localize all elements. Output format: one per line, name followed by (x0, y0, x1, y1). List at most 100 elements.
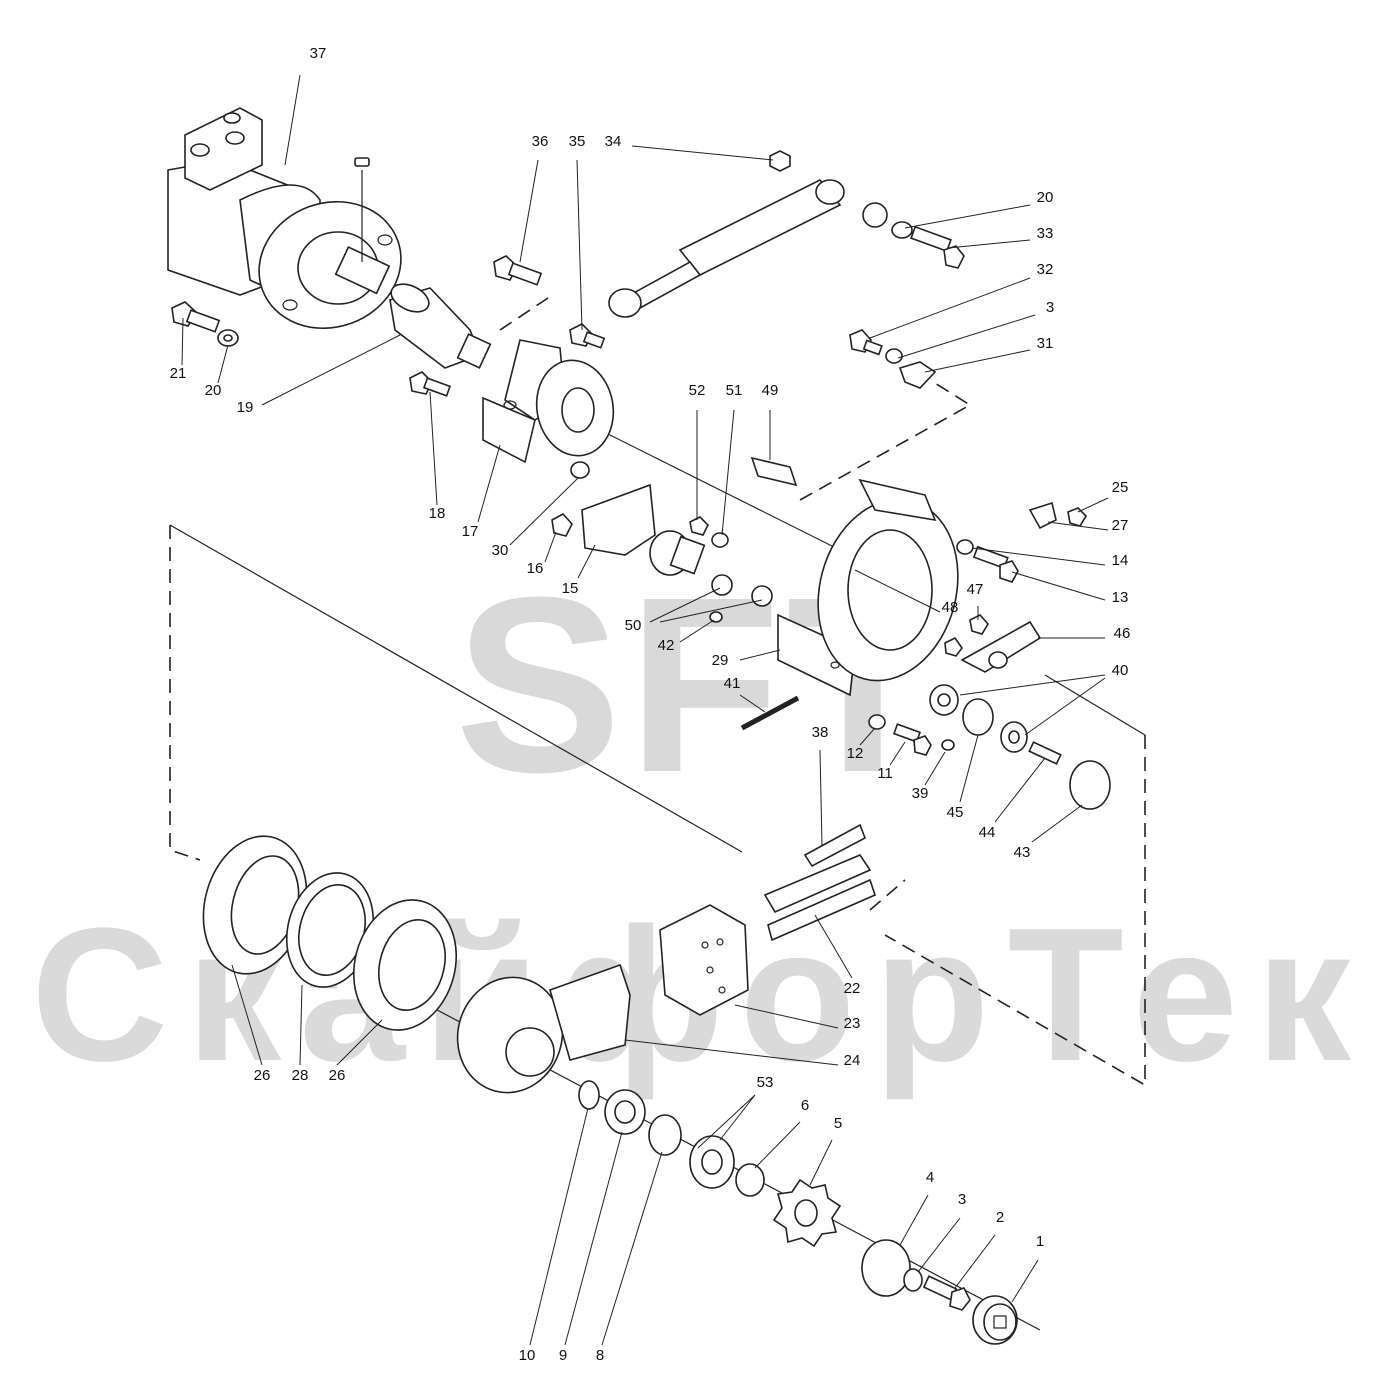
callout-42: 42 (658, 637, 675, 654)
leader-line-2 (954, 1234, 996, 1289)
screw-47 (969, 614, 989, 635)
leader-line-48 (854, 569, 941, 613)
leader-line-26a (231, 964, 263, 1066)
leader-line-42 (679, 619, 715, 643)
callout-12: 12 (847, 745, 864, 762)
callout-17: 17 (462, 523, 479, 540)
leader-line-13 (1011, 571, 1106, 601)
leader-line-28 (299, 984, 303, 1066)
leader-line-53 (719, 1094, 756, 1141)
clip-31 (898, 361, 937, 389)
callout-10: 10 (519, 1347, 536, 1364)
callout-53: 53 (757, 1074, 774, 1091)
callout-9: 9 (559, 1347, 567, 1364)
leader-line-41 (739, 694, 766, 713)
leader-line-50 (649, 587, 721, 623)
callout-11: 11 (877, 765, 893, 782)
gas-cylinder (608, 178, 888, 318)
leader-line-20a (904, 204, 1031, 229)
bolt-36 (493, 255, 543, 286)
leader-line-12 (859, 727, 876, 746)
washer-51 (711, 532, 729, 548)
leader-line-30 (509, 477, 579, 546)
bolt-35 (569, 323, 606, 349)
callout-2: 2 (996, 1209, 1004, 1226)
callout-26b: 26 (329, 1067, 346, 1084)
callout-45: 45 (947, 804, 964, 821)
washer-14 (956, 539, 974, 555)
callout-25: 25 (1112, 479, 1129, 496)
callout-35: 35 (569, 133, 586, 150)
frame-right-dash (884, 735, 1146, 1087)
callout-6: 6 (801, 1097, 809, 1114)
bolt-21 (171, 301, 221, 333)
arm-24 (456, 963, 631, 1094)
pin-44 (1028, 741, 1062, 765)
leader-line-6 (754, 1121, 801, 1169)
ring-10 (578, 1080, 600, 1110)
leader-line-43 (1031, 804, 1083, 843)
leader-line-1 (1011, 1259, 1039, 1303)
hydraulic-motor (167, 107, 402, 330)
callout-24: 24 (844, 1052, 861, 1069)
dash-36 (499, 297, 549, 331)
callout-33: 33 (1037, 225, 1054, 242)
plug-1 (972, 1295, 1018, 1345)
bolt-2 (922, 1275, 971, 1311)
leader-line-8 (601, 1151, 663, 1346)
spacer-6 (735, 1163, 765, 1197)
leader-line-25 (1077, 497, 1109, 513)
callout-50: 50 (625, 617, 642, 634)
bearing-26b (352, 899, 458, 1031)
clip-38 (803, 823, 867, 868)
callout-26a: 26 (254, 1067, 271, 1084)
callout-34: 34 (605, 133, 622, 150)
leader-line-3b (917, 1217, 961, 1273)
leader-line-5 (809, 1139, 833, 1186)
leader-line-27 (1047, 521, 1109, 531)
callout-49: 49 (762, 382, 779, 399)
leader-line-10 (529, 1107, 589, 1346)
leader-line-23 (734, 1004, 839, 1029)
leader-line-21 (181, 317, 184, 366)
leader-line-4 (899, 1194, 929, 1246)
ring-30 (570, 461, 590, 479)
leader-line-9 (564, 1131, 623, 1346)
dash-22 (869, 879, 906, 911)
callout-44: 44 (979, 824, 996, 841)
callout-43: 43 (1014, 844, 1031, 861)
leader-line-50 (659, 599, 763, 623)
bolt-16 (551, 512, 573, 537)
callout-14: 14 (1112, 552, 1129, 569)
nut-34 (769, 150, 791, 172)
bolt-33 (910, 225, 965, 269)
leader-line-32 (869, 277, 1031, 339)
leader-line-11 (889, 741, 906, 766)
screw-48 (944, 636, 963, 657)
callout-31: 31 (1037, 335, 1054, 352)
callout-40: 40 (1112, 662, 1129, 679)
leader-line-44 (994, 757, 1046, 823)
bracket-17 (482, 339, 615, 464)
leader-line-40 (1024, 677, 1106, 736)
leader-line-31 (924, 349, 1031, 373)
bolt-11 (892, 723, 932, 756)
leader-line-22 (814, 914, 853, 979)
callout-38: 38 (812, 724, 829, 741)
leader-line-35 (576, 159, 583, 331)
nut-39 (941, 739, 955, 751)
leader-line-45 (959, 734, 979, 803)
leader-line-15 (577, 544, 596, 579)
leader-line-14 (971, 547, 1106, 566)
leader-line-26b (336, 1019, 383, 1066)
washer-3 (885, 348, 903, 364)
plate-15 (581, 483, 656, 556)
sprocket-5 (772, 1178, 842, 1248)
leader-lines (181, 74, 1109, 1346)
shaft-19 (389, 283, 492, 369)
bearing-26a (202, 835, 308, 975)
callout-3a: 3 (1046, 299, 1054, 316)
callout-30: 30 (492, 542, 509, 559)
callout-4: 4 (926, 1169, 934, 1186)
